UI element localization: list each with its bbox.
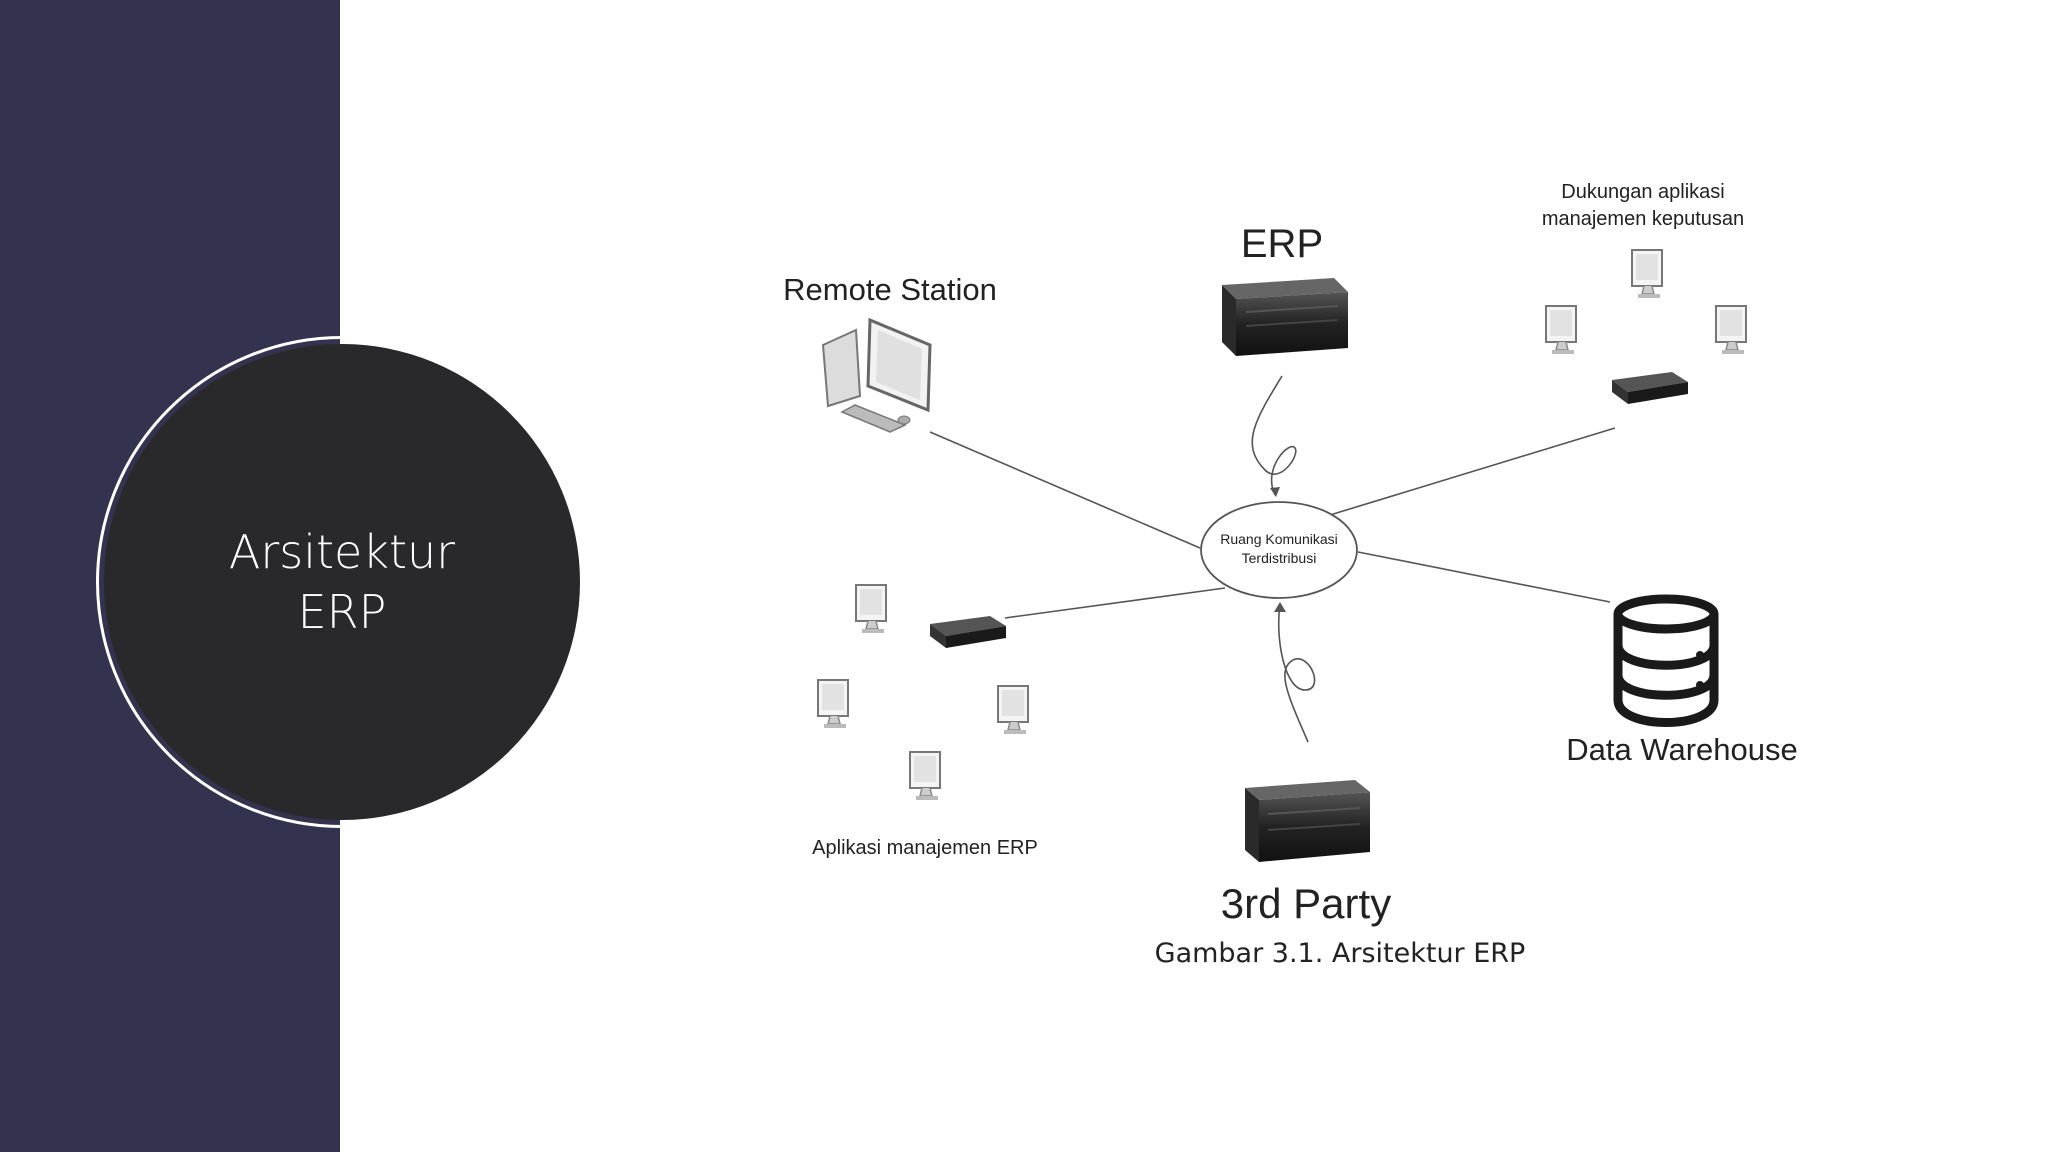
figure-caption: Gambar 3.1. Arsitektur ERP xyxy=(1154,938,1526,969)
desktop-computer-icon xyxy=(821,317,932,433)
hub-label-line2: Terdistribusi xyxy=(1242,550,1317,566)
connection-lines xyxy=(929,375,1616,743)
remote-station-label: Remote Station xyxy=(783,272,997,307)
database-icon xyxy=(1613,594,1719,727)
hub-label-line1: Ruang Komunikasi xyxy=(1220,531,1338,547)
third-party-server-icon xyxy=(1245,780,1370,862)
arrow-head-bottom xyxy=(1274,602,1286,612)
erp-management-cluster xyxy=(817,584,1029,801)
title-circle-ring xyxy=(96,336,588,828)
title-circle: Arsitektur ERP xyxy=(104,344,580,820)
data-warehouse-label: Data Warehouse xyxy=(1566,732,1797,767)
third-party-label: 3rd Party xyxy=(1221,880,1391,927)
erp-label: ERP xyxy=(1241,222,1323,266)
decision-support-label-line2: manajemen keputusan xyxy=(1542,208,1744,230)
decision-support-cluster xyxy=(1545,249,1747,404)
erp-server-icon xyxy=(1222,278,1348,356)
erp-management-label: Aplikasi manajemen ERP xyxy=(812,837,1038,859)
decision-support-label-line1: Dukungan aplikasi xyxy=(1561,181,1724,203)
slide-title: Arsitektur ERP xyxy=(228,525,456,639)
communication-hub xyxy=(1200,501,1358,599)
arrow-head-top xyxy=(1270,487,1280,497)
